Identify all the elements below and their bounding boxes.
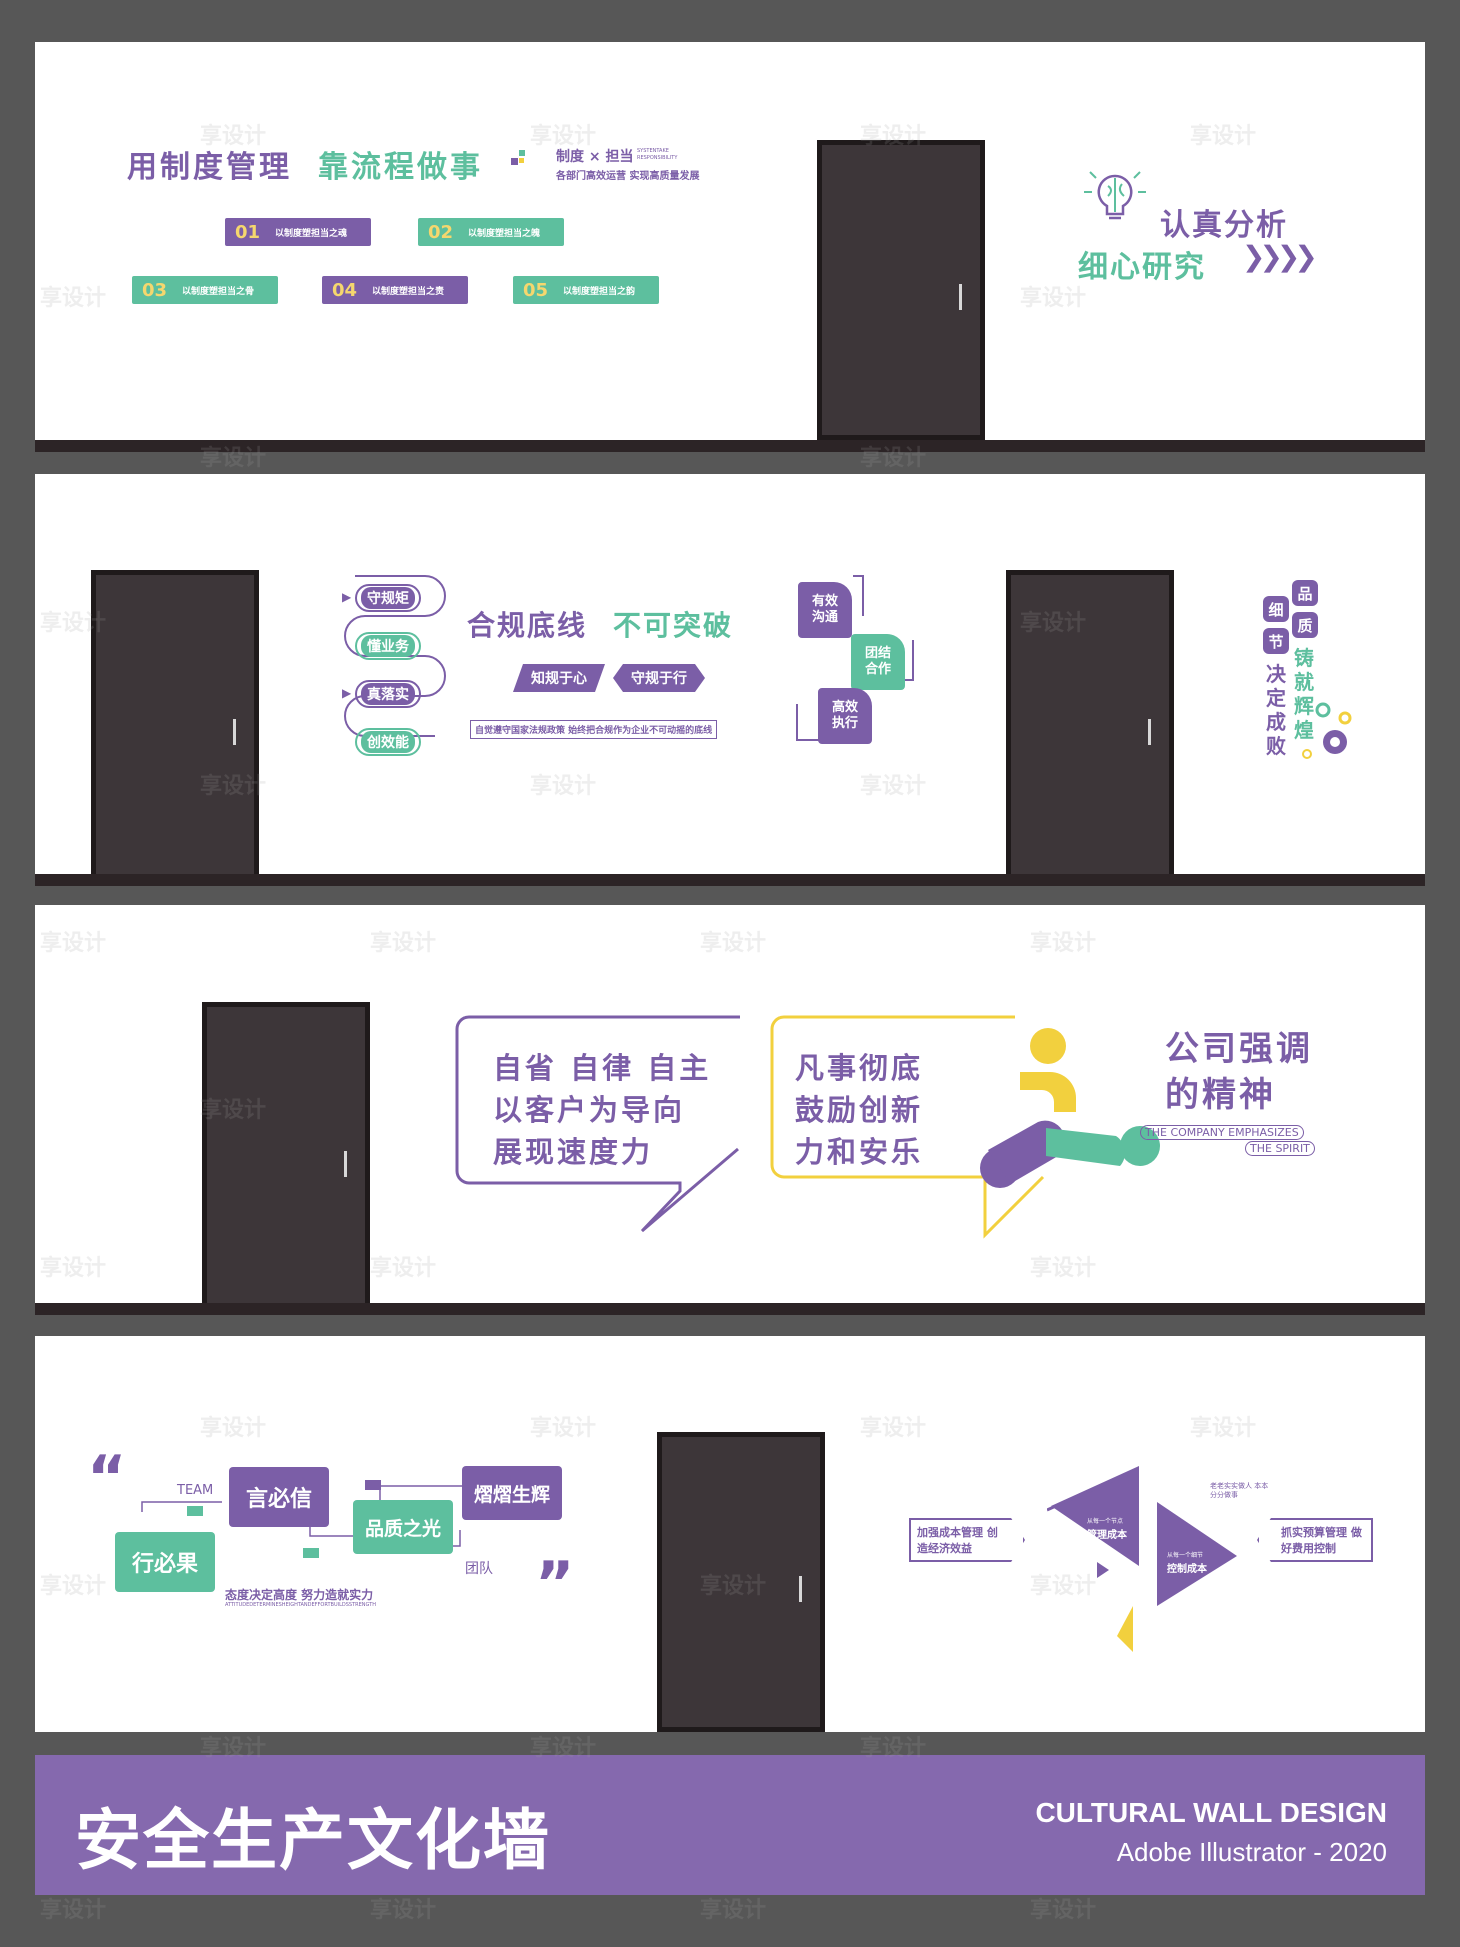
hex-节: 节 [1263,628,1289,654]
slogan-en: ATTITUDEDETERMINESHEIGHTANDEFFORTBUILDSS… [225,1602,377,1608]
chat-icon [365,1480,381,1490]
wall-panel-4: “ ” TEAM 言必信 行必果 品质之光 熠熠生辉 团队 态度决定高度 努力造… [35,1336,1425,1732]
tri2-main: 控制成本 [1167,1564,1207,1575]
speech-bubble-purple [455,1015,740,1233]
bubble-熠熠生辉: 熠熠生辉 [462,1466,562,1520]
bubble2-line3: 力和安乐 [795,1135,924,1169]
gears-icon [1302,702,1352,759]
band-subtitle: Adobe Illustrator - 2020 [1116,1837,1387,1867]
tri1-main: 管理成本 [1087,1530,1127,1541]
door [657,1432,825,1732]
brain-bulb-icon [1084,171,1146,220]
band-title-cn: 安全生产文化墙 [75,1802,551,1879]
panel1-title-green: 靠流程做事 [318,150,483,185]
hex-细: 细 [1263,596,1289,622]
panel1-subline: 各部门高效运营 实现高质量发展 [556,171,700,182]
watermark: 享设计 [1030,1898,1097,1923]
chevrons-icon: ❯❯❯❯ [1242,240,1318,273]
bubble2-line1: 凡事彻底 [795,1051,924,1085]
open-quote-icon: “ [87,1443,127,1513]
pill-创效能: 创效能 [355,728,421,756]
panel1-title-purple: 用制度管理 [127,150,292,185]
vertical-text-purple: 决定成败 [1266,662,1286,758]
title-band: 安全生产文化墙 CULTURAL WALL DESIGN Adobe Illus… [35,1755,1425,1895]
wall-panel-2: ▶ ▶ 守规矩 懂业务 真落实 创效能 合规底线 不可突破 知规于心 守规于行 … [35,474,1425,886]
chat-icon [303,1548,319,1558]
panel2-title-purple: 合规底线 [467,609,588,642]
chat-icon [187,1506,203,1516]
bubble1-line3: 展现速度力 [493,1135,654,1169]
bubble-言必信: 言必信 [229,1467,329,1527]
pill-懂业务: 懂业务 [355,632,421,660]
panel1-subtitle: 制度 × 担当 [556,149,634,165]
hex-质: 质 [1292,612,1318,638]
panel2-subline: 自觉遵守国家法规政策 始终把合规作为企业不可动摇的底线 [470,720,718,739]
square-团结合作: 团结 合作 [851,634,905,690]
tri2-small: 从每一个细节 [1167,1552,1204,1559]
top-note: 老老实实做人 本本分分做事 [1210,1482,1269,1499]
panel1-right-line1: 认真分析 [1160,208,1288,243]
bubble2-line2: 鼓励创新 [795,1093,924,1127]
door [1006,570,1174,880]
watermark: 享设计 [700,1898,767,1923]
door [91,570,259,880]
panel1-right-line2: 细心研究 [1078,250,1206,285]
wall-panel-1: 用制度管理 靠流程做事 制度 × 担当 SYSTENTAKE RESPONSIB… [35,42,1425,452]
triangle-marker-icon: ▶ [342,590,352,604]
floor-strip [35,874,1425,886]
panel3-title-line2: 的精神 [1165,1075,1276,1115]
panel2-title-green: 不可突破 [613,609,734,642]
pill-真落实: 真落实 [355,680,421,708]
floor-strip [35,440,1425,452]
slogan: 态度决定高度 努力造就实力 [225,1588,374,1602]
right-arrow-tag: 抓实预算管理 做好费用控制 [1257,1518,1373,1562]
team-label: TEAM [177,1483,214,1498]
panel3-en-line2: THE SPIRIT [1245,1141,1315,1156]
watermark: 享设计 [40,1898,107,1923]
door [202,1002,370,1312]
panel2-tag-right: 守规于行 [613,664,705,692]
team-cn-label: 团队 [465,1561,493,1577]
vertical-text-green: 铸就辉煌 [1294,646,1314,742]
tri1-small: 从每一个节点 [1087,1518,1124,1525]
triangle-marker-icon: ▶ [342,686,352,700]
panel3-en-line1: THE COMPANY EMPHASIZES [1140,1125,1304,1140]
bubble-品质之光: 品质之光 [353,1500,453,1554]
floor-strip [35,1303,1425,1315]
watermark: 享设计 [370,1898,437,1923]
square-高效执行: 高效 执行 [818,688,872,744]
bubble1-line2: 以客户为导向 [493,1093,686,1127]
close-quote-icon: ” [535,1549,575,1619]
door [817,140,985,440]
pill-守规矩: 守规矩 [355,584,421,612]
bubble1-line1: 自省 自律 自主 [493,1051,712,1085]
speech-bubble-yellow [770,1015,1045,1239]
band-title-en: CULTURAL WALL DESIGN [1035,1797,1387,1828]
panel3-title-line1: 公司强调 [1165,1029,1313,1069]
panel2-tag-left: 知规于心 [513,664,605,692]
bubble-行必果: 行必果 [115,1532,215,1592]
teamwork-logo-icon [980,1028,1160,1188]
triangle-diagram [1047,1466,1237,1652]
square-有效沟通: 有效 沟通 [798,582,852,638]
hex-品: 品 [1292,580,1318,606]
wall-panel-3: 自省 自律 自主 以客户为导向 展现速度力 凡事彻底 鼓励创新 力和安乐 公司强… [35,905,1425,1315]
left-arrow-tag: 加强成本管理 创造经济效益 [909,1518,1025,1562]
panel1-subtitle-en: SYSTENTAKE RESPONSIBILITY [637,148,678,161]
